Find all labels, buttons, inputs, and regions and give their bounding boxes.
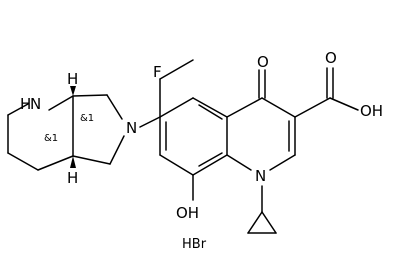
ketone-double-bond xyxy=(258,69,266,99)
cyclopropyl-group xyxy=(247,185,277,234)
phenol-hydroxyl-label: OH xyxy=(176,204,199,222)
quinoline-n-label: N xyxy=(255,167,266,185)
pyridinone-ring xyxy=(226,97,296,171)
stereo-hydrogen-bonds xyxy=(70,86,76,168)
ketone-oxygen-label: O xyxy=(257,53,269,71)
pyrrolidine-n-label: N xyxy=(126,119,137,137)
piperidine-nh-hydrogen: H xyxy=(20,95,31,113)
piperidine-ring xyxy=(7,95,74,171)
acid-carbonyl-oxygen-label: O xyxy=(325,49,337,67)
stereo-h-bottom: H xyxy=(67,169,78,187)
stereo-h-top: H xyxy=(67,70,78,88)
piperidine-nh-label: N xyxy=(30,95,41,113)
cf-ring-bond xyxy=(159,59,194,80)
carboxylic-acid xyxy=(294,67,359,118)
pyrrolidine-ring xyxy=(72,94,125,165)
fluorine-label: F xyxy=(153,63,162,81)
salt-label: HBr xyxy=(182,237,207,252)
stereo-label-bottom: &1 xyxy=(44,133,58,144)
acid-hydroxyl-label: OH xyxy=(360,102,383,120)
n-aryl-bond xyxy=(139,116,161,128)
stereo-label-top: &1 xyxy=(80,113,94,124)
benzene-ring xyxy=(159,97,228,176)
